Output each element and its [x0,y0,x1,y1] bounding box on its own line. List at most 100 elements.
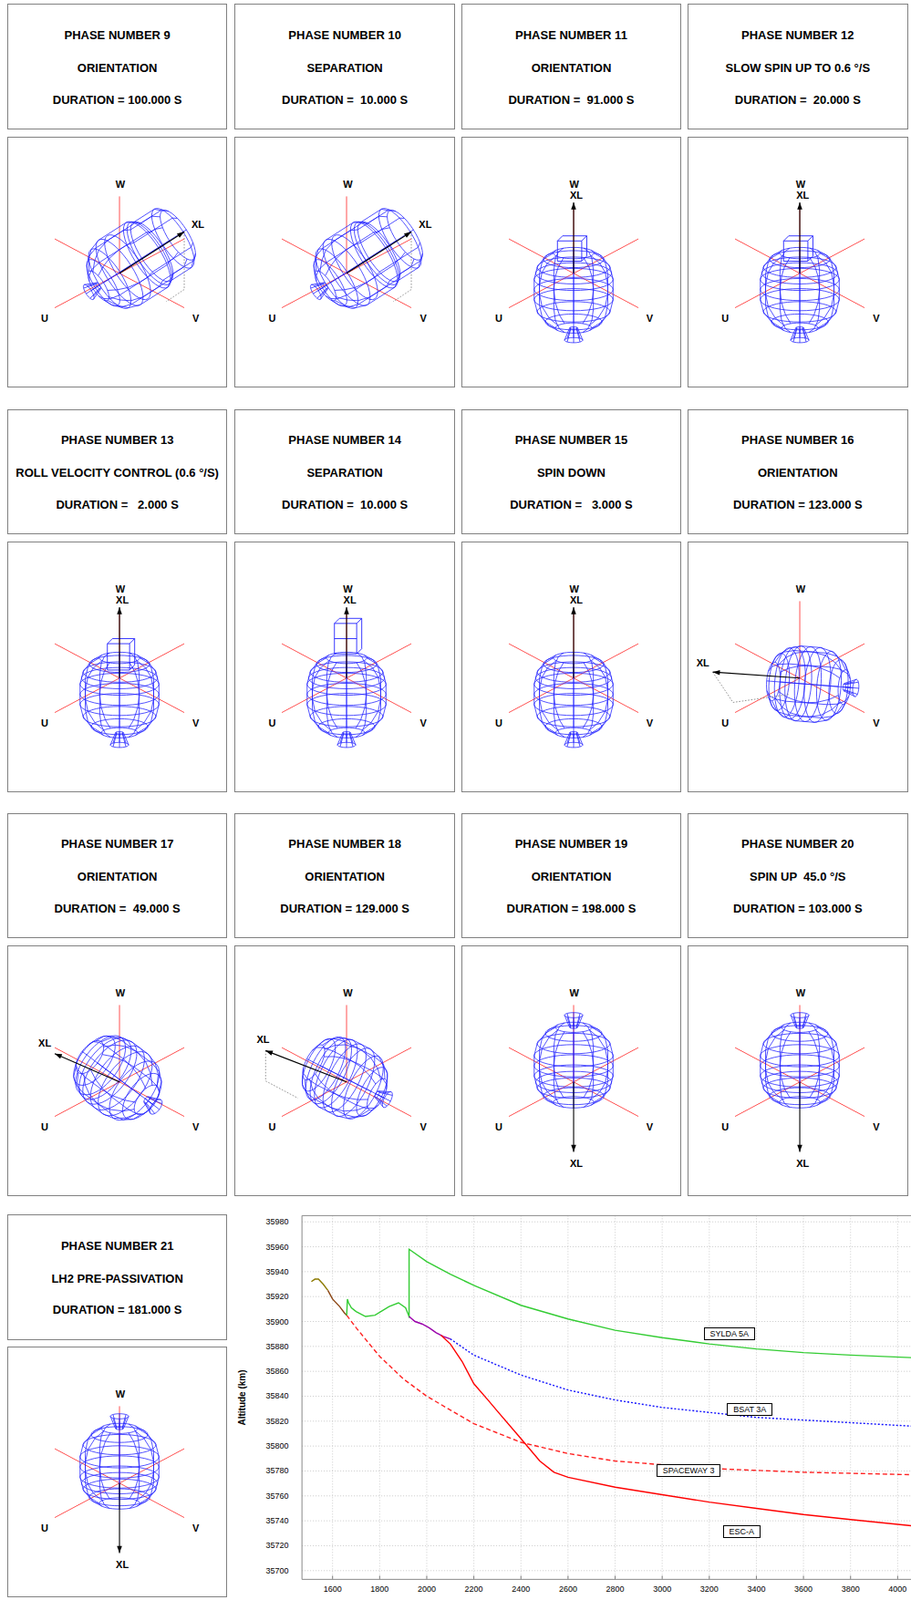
phase-number: PHASE NUMBER 17 [61,838,175,852]
stage-wireframe [108,253,196,301]
axis-label: XL [343,593,357,606]
phase-mode: SEPARATION [306,61,383,75]
tick-mark [897,1575,899,1580]
stage-wireframe [310,284,324,289]
grid-line [301,1570,911,1572]
series-name: SYLDA 5A [710,1329,750,1339]
axis-label: V [872,312,880,325]
xl-arrowhead [570,607,577,615]
stage-wireframe [802,1014,807,1027]
stage-wireframe [303,1067,369,1100]
tick-mark [755,1575,757,1580]
stage-wireframe [103,258,187,308]
phase-header-box: PHASE NUMBER 20SPIN UP 45.0 °/SDURATION … [687,813,909,940]
axis-label: U [721,1121,729,1134]
stage-wireframe [364,658,386,734]
stage-wireframe [793,1017,798,1029]
series-tag: ESC-A [723,1525,762,1539]
grid-line [301,1221,911,1223]
payload-wireframe [561,236,587,262]
axis-label: V [646,1121,653,1134]
stage-wireframe [591,658,613,734]
stage-wireframe [122,1418,126,1429]
axis-label: XL [696,657,710,670]
tick-mark [520,1575,522,1580]
stage-wireframe [137,1428,159,1504]
tick-label: 2200 [465,1584,484,1595]
tick-label: 35740 [266,1516,290,1526]
xl-arrowhead [116,607,123,615]
axis-label: XL [569,188,583,201]
stage-wireframe [76,1072,136,1119]
stage-wireframe [582,248,594,324]
axis-label: U [41,312,49,325]
tick-mark [425,1575,427,1580]
stage-wireframe [320,209,396,272]
phase-header-box: PHASE NUMBER 14SEPARATIONDURATION = 10.0… [234,409,456,536]
stage-wireframe [576,1017,580,1029]
stage-wireframe [576,329,580,342]
stage-wireframe [99,652,111,729]
stage-wireframe [589,1030,608,1106]
stage-wireframe [567,329,571,342]
axis-label: W [342,583,352,596]
series-tag: SYLDA 5A [703,1327,756,1341]
payload-wireframe [581,236,588,242]
grid-line [473,1215,475,1580]
stage-wireframe [576,327,580,339]
tick-label: 35860 [266,1366,290,1377]
phase-mode: ORIENTATION [757,465,839,480]
phase-number: PHASE NUMBER 18 [288,838,402,852]
stage-wireframe [144,1098,153,1105]
attitude-drawing [688,137,908,387]
phase-number: PHASE NUMBER 21 [61,1239,175,1253]
attitude-panel: WUVXL [687,945,909,1197]
stage-wireframe [760,252,782,328]
axis-label: V [419,1121,426,1134]
attitude-drawing [8,946,228,1196]
axis-label: U [41,1121,49,1134]
stage-wireframe [367,1078,388,1111]
axis-label: W [569,178,579,191]
tick-label: 35900 [266,1316,290,1326]
tick-label: 35940 [266,1267,290,1277]
stage-wireframe [334,259,421,309]
attitude-drawing [688,542,908,792]
tick-label: 35700 [266,1566,290,1576]
stage-wireframe [349,734,353,747]
stage-wireframe [766,1024,785,1100]
stage-wireframe [589,256,608,332]
axis-label: XL [191,218,205,231]
axis-label: V [192,312,199,325]
stage-wireframe [760,1027,782,1103]
stage-wireframe [95,1035,153,1086]
grid-line [379,1215,381,1580]
payload-wireframe [334,623,357,654]
stage-wireframe [842,686,853,689]
phase-duration: DURATION = 49.000 S [54,901,181,916]
phase-number: PHASE NUMBER 10 [288,29,402,43]
stage-wireframe [845,690,859,695]
stage-wireframe [799,326,801,338]
stage-wireframe [128,1432,140,1509]
stage-wireframe [779,248,791,324]
grid-line [301,1545,911,1547]
stage-wireframe [318,285,327,291]
tick-label: 35720 [266,1541,290,1551]
xl-arrowhead [570,1145,577,1153]
stage-wireframe [771,700,843,723]
stage-wireframe [128,652,140,729]
stage-wireframe [355,652,367,729]
attitude-drawing [235,137,455,387]
axis-label: U [41,1521,49,1534]
axis-label: XL [418,218,432,231]
attitude-drawing [8,137,228,387]
stage-wireframe [144,1101,150,1110]
altitude-curve [450,1339,911,1428]
payload-wireframe [107,643,130,671]
phase-header-box: PHASE NUMBER 12SLOW SPIN UP TO 0.6 °/SDU… [687,3,909,130]
stage-wireframe [591,1027,613,1103]
axis-line [281,1047,412,1118]
axis-label: W [342,987,352,1000]
xl-arrow [572,202,574,274]
